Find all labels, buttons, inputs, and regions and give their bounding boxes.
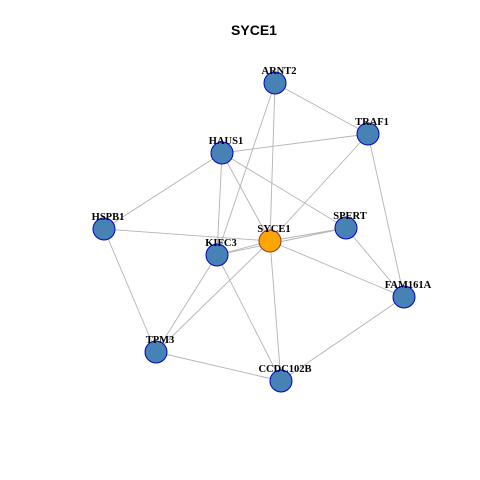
- edge-haus1-spert: [221, 152, 347, 229]
- edge-syce1-tpm3: [155, 240, 271, 353]
- node-label-traf1: TRAF1: [355, 117, 389, 128]
- edge-spert-syce1: [269, 227, 347, 242]
- node-hspb1[interactable]: [92, 217, 116, 241]
- edge-kifc3-tpm3: [155, 254, 218, 353]
- node-fam161a[interactable]: [392, 285, 416, 309]
- edges-layer: [103, 82, 405, 382]
- node-ccdc102b[interactable]: [269, 369, 293, 393]
- edge-tpm3-ccdc102b: [155, 351, 282, 382]
- graph-title: SYCE1: [231, 22, 277, 38]
- node-label-spert: SPERT: [333, 211, 366, 222]
- edge-hspb1-tpm3: [103, 228, 157, 353]
- node-label-hspb1: HSPB1: [92, 212, 125, 223]
- edge-fam161a-ccdc102b: [280, 296, 405, 382]
- edge-syce1-ccdc102b: [269, 240, 282, 382]
- node-traf1[interactable]: [356, 122, 380, 146]
- edge-haus1-hspb1: [103, 152, 223, 230]
- edge-haus1-kifc3: [216, 152, 223, 256]
- nodes-layer: [92, 71, 416, 393]
- node-arnt2[interactable]: [263, 71, 287, 95]
- node-label-ccdc102b: CCDC102B: [258, 364, 311, 375]
- node-label-syce1: SYCE1: [257, 224, 290, 235]
- node-label-arnt2: ARNT2: [261, 66, 296, 77]
- edge-arnt2-kifc3: [216, 82, 276, 256]
- edge-spert-kifc3: [216, 227, 347, 256]
- edge-spert-fam161a: [345, 227, 405, 298]
- node-tpm3[interactable]: [144, 340, 168, 364]
- node-spert[interactable]: [334, 216, 358, 240]
- edge-syce1-fam161a: [269, 240, 405, 298]
- edge-hspb1-syce1: [103, 228, 271, 242]
- node-syce1[interactable]: [258, 229, 282, 253]
- node-label-haus1: HAUS1: [209, 136, 243, 147]
- node-kifc3[interactable]: [205, 243, 229, 267]
- edge-kifc3-ccdc102b: [216, 254, 282, 382]
- edge-arnt2-syce1: [269, 82, 276, 242]
- edge-haus1-syce1: [221, 152, 271, 242]
- edge-traf1-syce1: [269, 133, 369, 242]
- edge-traf1-haus1: [221, 133, 369, 154]
- node-label-fam161a: FAM161A: [385, 280, 432, 291]
- edge-arnt2-traf1: [274, 82, 369, 135]
- node-label-tpm3: TPM3: [146, 335, 175, 346]
- edge-traf1-fam161a: [367, 133, 405, 298]
- node-label-kifc3: KIFC3: [205, 238, 237, 249]
- node-haus1[interactable]: [210, 141, 234, 165]
